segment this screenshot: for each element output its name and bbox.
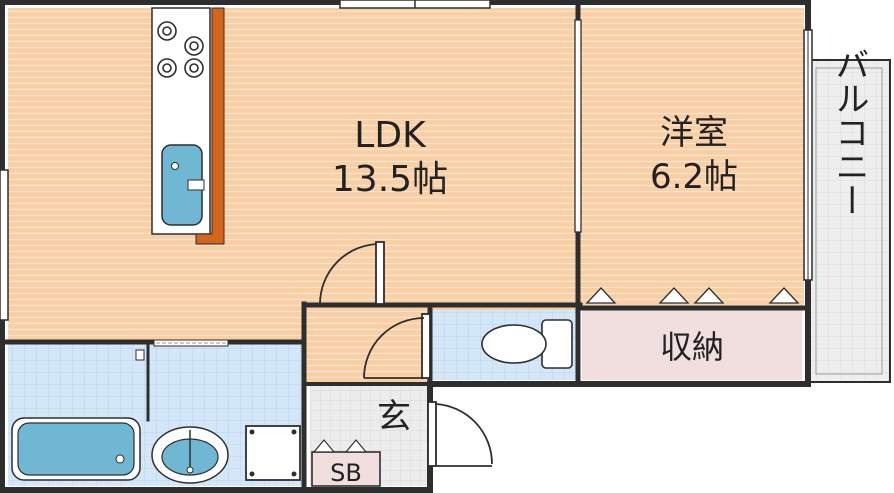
shoebox-label: SB [330,459,362,487]
ldk-floor [8,8,578,340]
storage-floor [582,310,802,380]
hall-floor [304,306,430,382]
kitchen-sink-icon [161,144,205,226]
closet-shelf-marks [585,287,800,304]
toilet-door[interactable] [363,313,431,379]
entrance-door[interactable] [427,401,493,467]
windows [0,0,813,321]
stove-burners-icon [157,21,204,78]
balcony-area [807,59,891,383]
ldk-name-label: LDK [354,115,427,156]
washing-machine-space-icon [245,425,301,481]
washbasin-icon [151,426,229,484]
shoebox [311,439,381,487]
ldk-door[interactable] [319,241,385,305]
bathtub-icon [11,417,141,481]
entrance-label: 玄 [377,397,411,437]
ldk-size-label: 13.5帖 [332,159,448,200]
toilet-icon [481,319,573,369]
bathroom-sliding-door[interactable] [135,339,229,361]
storage-label: 収納 [660,328,724,366]
western-room-size-label: 6.2帖 [650,157,738,197]
western-room-name-label: 洋室 [660,113,728,153]
western-room-floor [578,8,804,308]
balcony-label: バルコニー [829,47,869,217]
